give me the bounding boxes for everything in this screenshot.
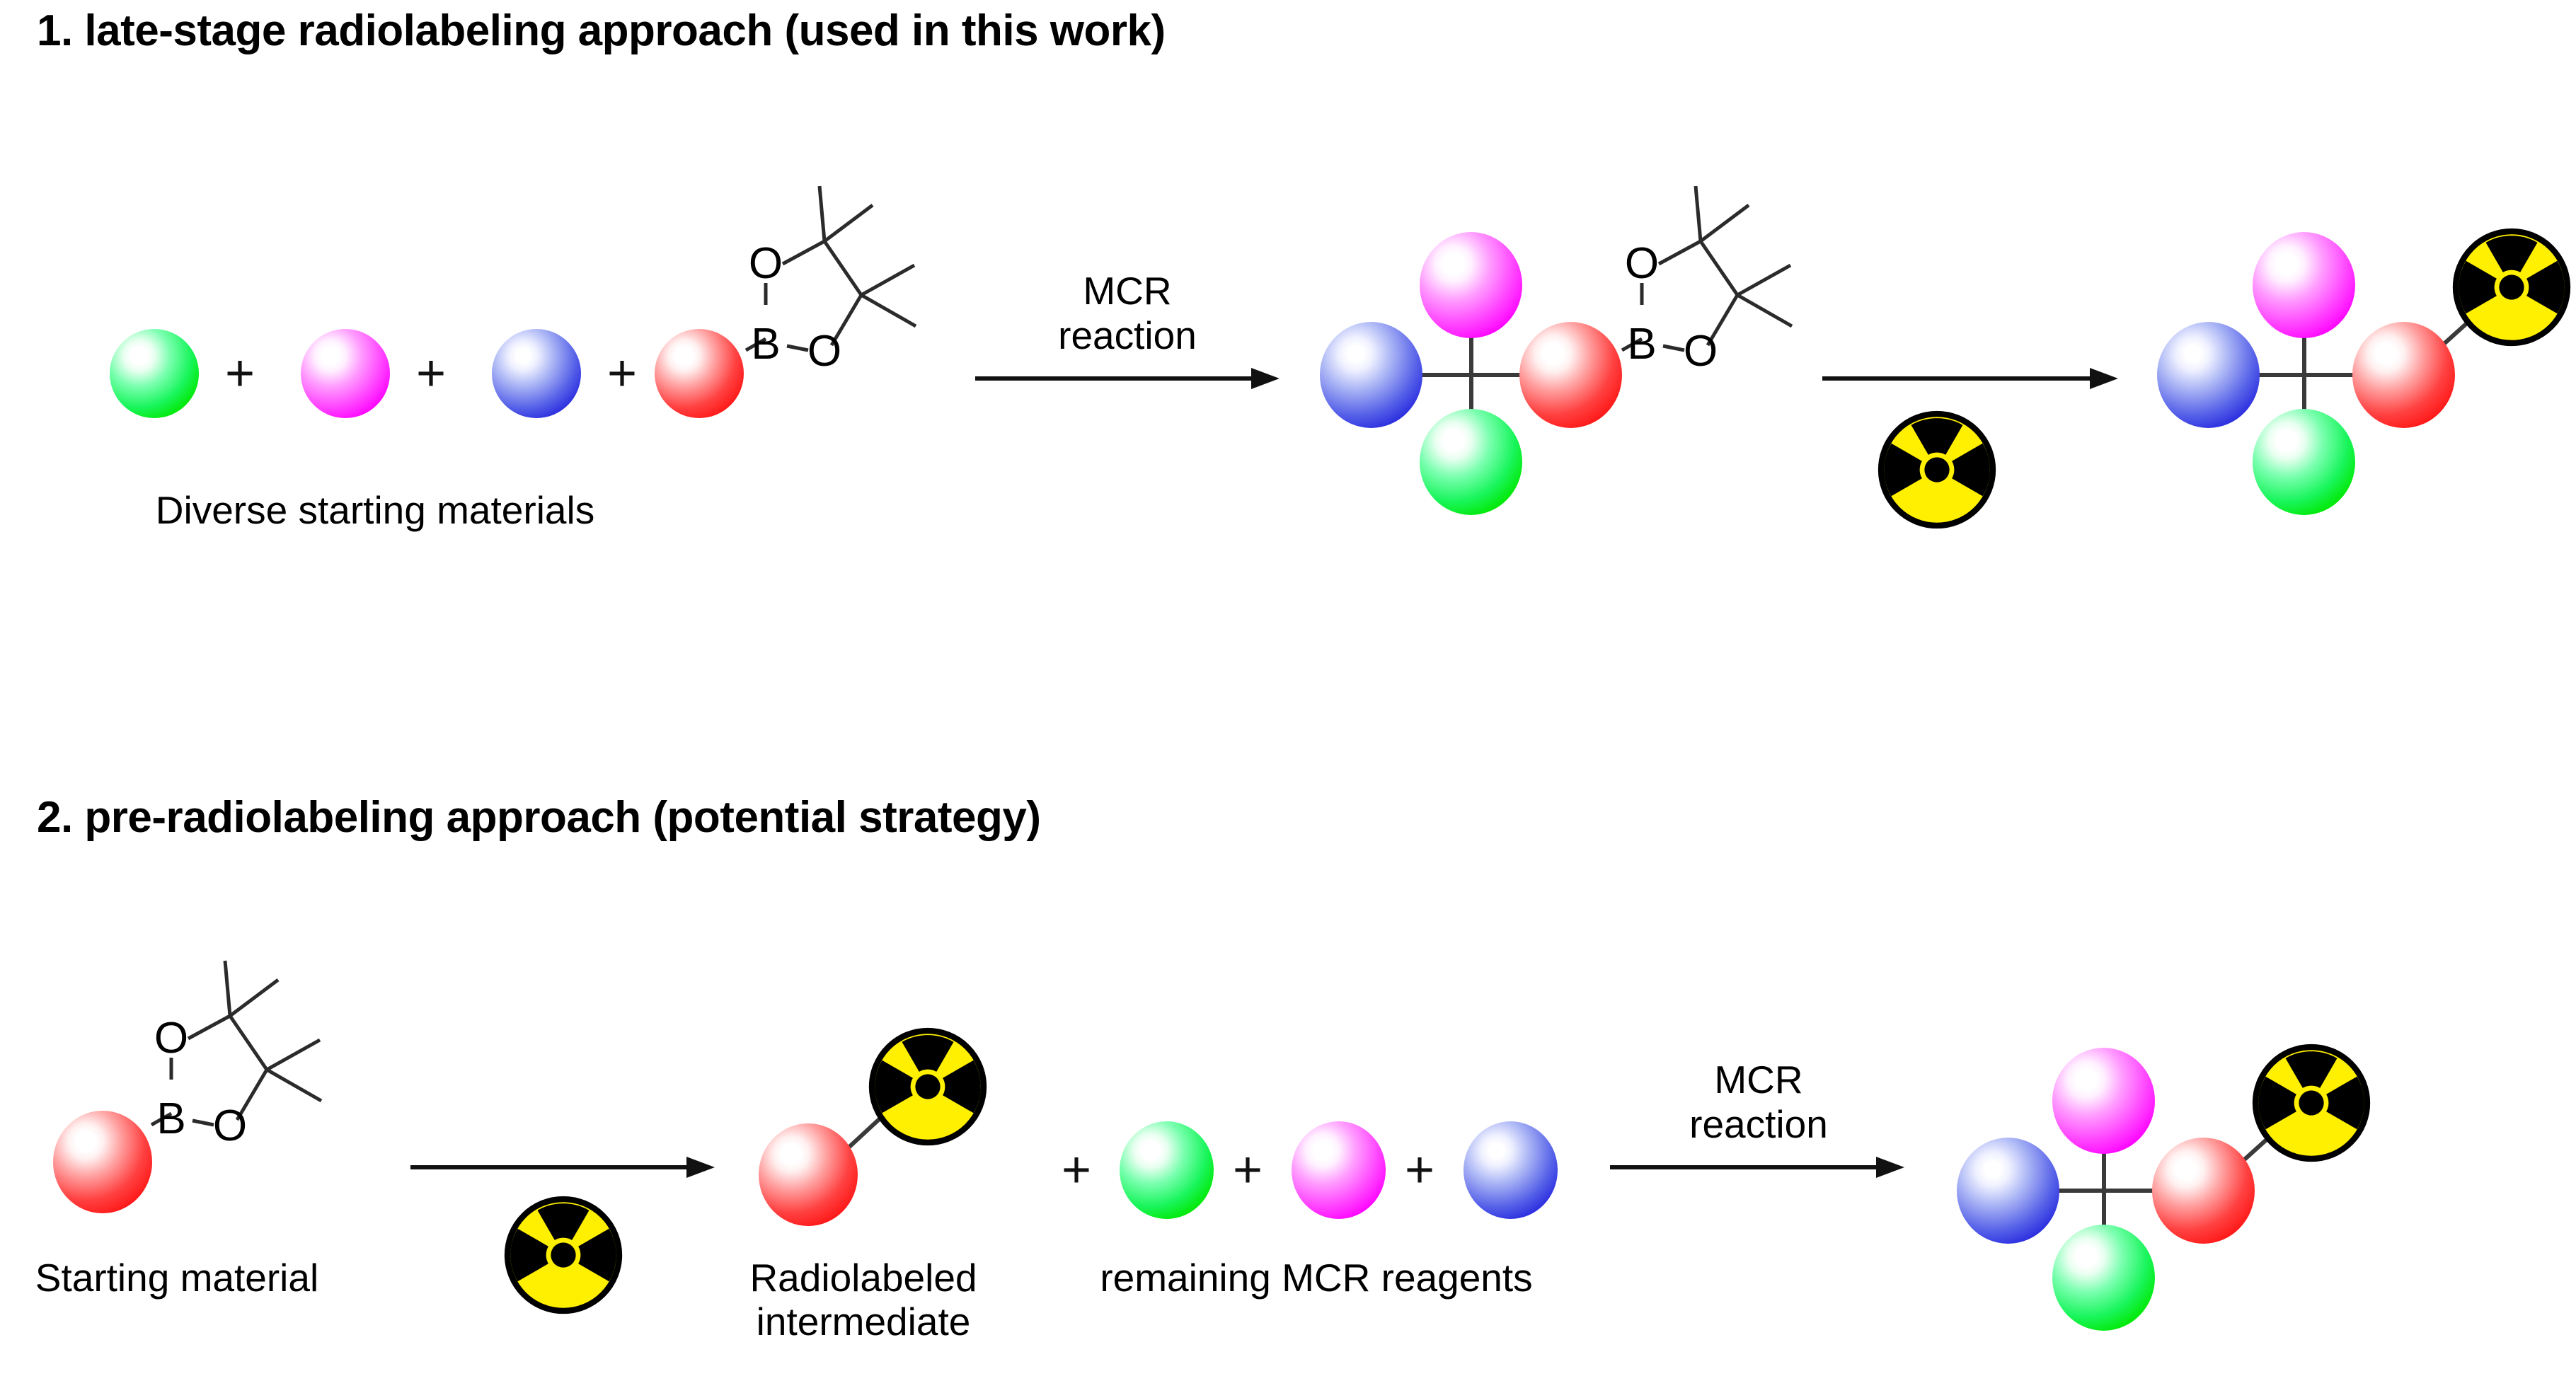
final-1-sphere-red [2352,322,2455,428]
bond-vertical-final-2 [2102,1112,2106,1275]
plus-sign-1: + [225,345,255,402]
mcr-label-2-line-1: MCR [1714,1058,1803,1102]
radiolabeling-arrow-1 [1822,368,2120,389]
final-2-sphere-magenta [2052,1048,2155,1154]
mcr-reaction-arrow-1 [975,368,1280,389]
bond-vertical-product-1 [1469,297,1473,460]
final-2-sphere-green [2052,1225,2155,1331]
final-2-sphere-blue [1957,1138,2059,1244]
pinacol-boronate-group-1: O B O [722,173,955,386]
plus-sign-2: + [416,345,447,402]
svg-text:O: O [749,239,783,288]
caption-diverse-starting-materials: Diverse starting materials [155,488,595,532]
pinacol-boronate-group-3: O B O [127,948,361,1160]
svg-text:O: O [1684,327,1718,376]
reagent-sphere-green [1120,1121,1214,1219]
mcr-reaction-arrow-2 [1610,1157,1907,1178]
mcr-reaction-arrow-1-label: MCR reaction [989,269,1265,357]
product-1-sphere-magenta [1420,232,1522,338]
svg-text:B: B [751,320,780,369]
caption-intermediate-line-1: Radiolabeled [749,1256,977,1300]
svg-text:B: B [156,1094,185,1143]
caption-starting-material: Starting material [35,1256,319,1300]
section-1-heading: 1. late-stage radiolabeling approach (us… [37,6,1166,55]
reactant-sphere-magenta [301,329,390,418]
radiolabeling-arrow-2 [410,1157,715,1178]
radioactive-trefoil-icon [2452,228,2571,347]
mcr-label-line-1: MCR [1083,269,1172,313]
mcr-label-2-line-2: reaction [1689,1102,1828,1146]
caption-radiolabeled-intermediate: Radiolabeled intermediate [715,1256,1012,1343]
radioactive-trefoil-icon [868,1027,987,1146]
section-2-heading: 2. pre-radiolabeling approach (potential… [37,793,1041,842]
reagent-sphere-blue [1464,1121,1558,1219]
bond-horizontal-product-1 [1376,373,1610,377]
intermediate-sphere-red [759,1123,858,1226]
product-1-sphere-green [1420,409,1522,515]
bond-horizontal-final-2 [2013,1189,2241,1193]
caption-remaining-mcr-reagents: remaining MCR reagents [1100,1256,1533,1300]
final-1-sphere-magenta [2253,232,2355,338]
pinacol-boronate-group-2: O B O [1598,173,1832,386]
bond-horizontal-final-1 [2214,373,2442,377]
mcr-reaction-arrow-2-label: MCR reaction [1621,1058,1897,1146]
reagent-sphere-magenta [1292,1121,1386,1219]
final-2-sphere-red [2152,1138,2255,1244]
svg-text:O: O [213,1102,247,1150]
final-1-sphere-blue [2157,322,2260,428]
plus-sign-4: + [1062,1142,1092,1198]
svg-text:B: B [1627,320,1656,369]
plus-sign-5: + [1233,1142,1263,1198]
mcr-label-line-2: reaction [1058,313,1197,357]
caption-intermediate-line-2: intermediate [756,1300,971,1344]
product-1-sphere-blue [1320,322,1422,428]
svg-text:O: O [807,327,841,376]
reactant-sphere-blue [492,329,581,418]
svg-text:O: O [154,1014,188,1063]
plus-sign-3: + [607,345,638,402]
radioactive-trefoil-icon [2252,1043,2371,1162]
bond-vertical-final-1 [2302,297,2306,460]
starting-material-sphere-red [53,1111,152,1213]
reactant-sphere-green [110,329,199,418]
final-1-sphere-green [2253,409,2355,515]
reactant-sphere-red [655,329,744,418]
svg-text:O: O [1625,239,1659,288]
radioactive-trefoil-icon [1878,410,1996,529]
radioactive-trefoil-icon [504,1196,623,1314]
plus-sign-6: + [1405,1142,1435,1198]
product-1-sphere-red [1519,322,1622,428]
